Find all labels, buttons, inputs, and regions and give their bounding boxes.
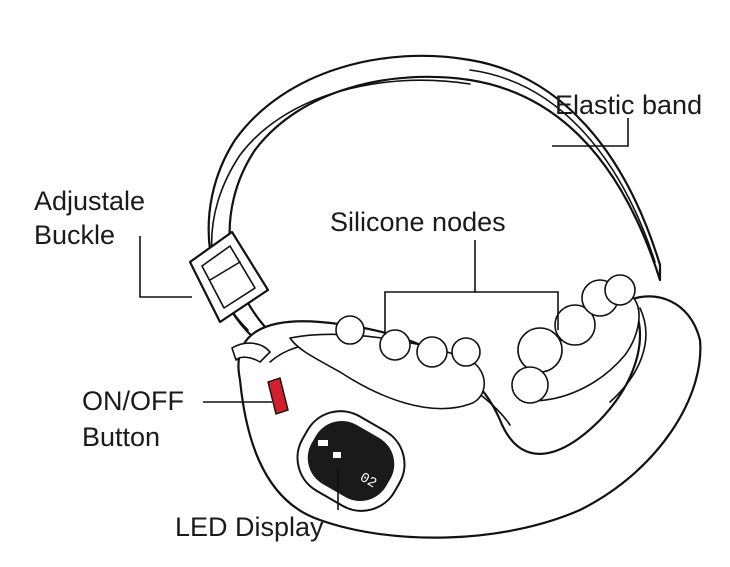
- silicone-node: [604, 274, 636, 306]
- adjustable-buckle: [188, 230, 270, 324]
- silicone-node: [379, 329, 411, 361]
- leader-lines: [139, 118, 629, 510]
- massager-body: [237, 294, 702, 539]
- silicone-nodes: [335, 274, 636, 404]
- silicone-node: [511, 366, 549, 404]
- on-off-button[interactable]: [267, 377, 289, 415]
- silicone-node: [416, 336, 448, 368]
- silicone-node: [451, 337, 481, 367]
- mode-icon: [318, 440, 328, 446]
- silicone-node: [335, 315, 365, 345]
- silicone-nodes-leader: [384, 240, 476, 335]
- side-connector: [231, 342, 271, 363]
- elastic-band-leader: [552, 118, 629, 147]
- led-display-panel: 02: [296, 410, 406, 512]
- label-elastic-band: Elastic band: [555, 90, 703, 120]
- label-buckle-line1: Adjustale: [34, 186, 146, 216]
- led-readout: 02: [357, 470, 380, 492]
- label-led-display: LED Display: [175, 512, 324, 542]
- label-on-off-line2: Button: [82, 422, 161, 452]
- heat-icon: [333, 452, 341, 458]
- label-buckle-line2: Buckle: [34, 220, 116, 250]
- silicone-node: [554, 304, 596, 346]
- silicone-node: [517, 327, 563, 373]
- buckle-leader: [139, 236, 192, 298]
- label-on-off-line1: ON/OFF: [82, 386, 184, 416]
- label-silicone-nodes: Silicone nodes: [330, 207, 506, 237]
- silicone-nodes-leader-right: [475, 291, 559, 330]
